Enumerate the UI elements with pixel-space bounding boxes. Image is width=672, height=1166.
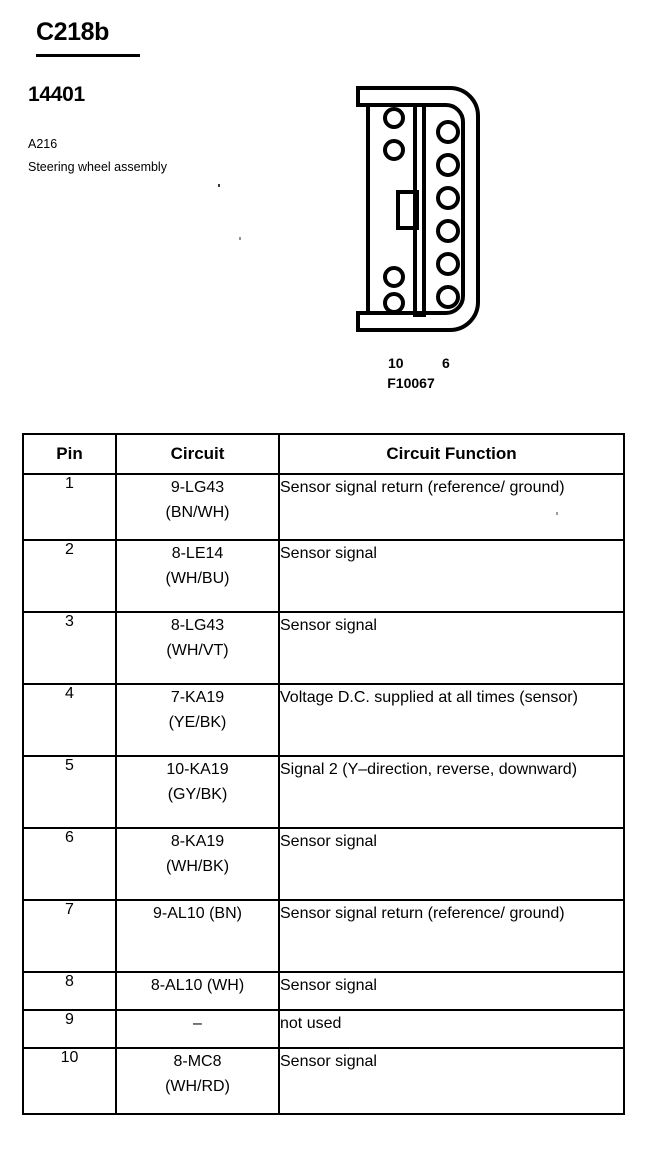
cell-circuit-function: Sensor signal return (reference/ ground) — [278, 473, 625, 541]
cell-circuit-function: Sensor signal — [278, 971, 625, 1011]
component-description: Steering wheel assembly — [28, 160, 167, 174]
table-row: 1 9-LG43 (BN/WH) Sensor signal return (refe… — [22, 473, 625, 541]
cell-circuit: 8-LG43 (WH/VT) — [115, 611, 280, 685]
pin-table-container: Pin Circuit Circuit Function 1 9-LG43 (BN/… — [22, 433, 625, 1115]
cell-pin-number: 2 — [22, 539, 117, 613]
circuit-code: 8-MC8 — [173, 1053, 222, 1070]
table-row: 10 8-MC8 (WH/RD) Sensor signal — [22, 1047, 625, 1115]
table-row: 3 8-LG43 (WH/VT) Sensor signal — [22, 611, 625, 685]
cell-circuit-function: Sensor signal — [278, 827, 625, 901]
circuit-code: 8-LG43 — [170, 617, 225, 634]
connector-pin-cavity — [436, 153, 460, 177]
column-header-circuit: Circuit — [115, 433, 280, 475]
connector-pin-cavity — [383, 107, 405, 129]
cell-circuit: 8-KA19 (WH/BK) — [115, 827, 280, 901]
cell-pin-number: 4 — [22, 683, 117, 757]
connector-inner-wall — [368, 103, 465, 315]
part-number: 14401 — [28, 83, 85, 106]
table-row: 7 9-AL10 (BN) Sensor signal return (refere… — [22, 899, 625, 973]
pin-label-left: 10 — [388, 355, 404, 371]
cell-circuit: 9-LG43 (BN/WH) — [115, 473, 280, 541]
circuit-code: – — [193, 1015, 202, 1032]
circuit-color-code: (YE/BK) — [168, 714, 227, 731]
circuit-color-code: (BN/WH) — [165, 504, 230, 521]
connector-pin-cavity — [436, 186, 460, 210]
circuit-color-code: (GY/BK) — [167, 786, 228, 803]
cell-pin-number: 6 — [22, 827, 117, 901]
cell-circuit: 8-AL10 (WH) — [115, 971, 280, 1011]
column-header-function: Circuit Function — [278, 433, 625, 475]
table-row: 5 10-KA19 (GY/BK) Signal 2 (Y–direction, re… — [22, 755, 625, 829]
connector-pin-cavity — [383, 266, 405, 288]
table-row: 4 7-KA19 (YE/BK) Voltage D.C. supplied at a… — [22, 683, 625, 757]
cell-circuit-function: Signal 2 (Y–direction, reverse, downward… — [278, 755, 625, 829]
title-underline-rule — [36, 54, 140, 57]
circuit-color-code: (WH/BU) — [165, 570, 230, 587]
cell-circuit: 9-AL10 (BN) — [115, 899, 280, 973]
connector-latch-detail — [396, 190, 419, 230]
table-row: 8 8-AL10 (WH) Sensor signal — [22, 971, 625, 1011]
connector-pin-cavity — [436, 120, 460, 144]
cell-pin-number: 7 — [22, 899, 117, 973]
cell-circuit-function: Sensor signal — [278, 611, 625, 685]
connector-diagram — [350, 84, 490, 404]
connector-id-title: C218b — [36, 18, 110, 46]
connector-pin-cavity — [436, 285, 460, 309]
cell-circuit-function: not used — [278, 1009, 625, 1049]
cell-circuit: 8-MC8 (WH/RD) — [115, 1047, 280, 1115]
component-code: A216 — [28, 137, 58, 151]
cell-circuit-function: Sensor signal — [278, 1047, 625, 1115]
scan-artifact-speck — [218, 184, 220, 187]
pin-assignment-table: Pin Circuit Circuit Function 1 9-LG43 (BN/… — [22, 433, 625, 1115]
circuit-code: 9-AL10 (BN) — [153, 905, 242, 922]
cell-circuit: 8-LE14 (WH/BU) — [115, 539, 280, 613]
cell-pin-number: 1 — [22, 473, 117, 541]
table-header-row: Pin Circuit Circuit Function — [22, 433, 625, 475]
cell-circuit: 10-KA19 (GY/BK) — [115, 755, 280, 829]
connector-pin-number-labels: 10 6 — [350, 355, 490, 373]
connector-pin-cavity — [383, 139, 405, 161]
circuit-code: 8-AL10 (WH) — [150, 977, 245, 994]
connector-pin-cavity — [436, 252, 460, 276]
cell-circuit: 7-KA19 (YE/BK) — [115, 683, 280, 757]
connector-outer-shell — [356, 86, 480, 332]
circuit-code: 9-LG43 — [170, 479, 225, 496]
circuit-code: 8-KA19 — [170, 833, 225, 850]
cell-pin-number: 9 — [22, 1009, 117, 1049]
cell-circuit-function: Sensor signal return (reference/ ground) — [278, 899, 625, 973]
table-row: 9 – not used — [22, 1009, 625, 1049]
connector-pin-cavity — [436, 219, 460, 243]
cell-pin-number: 8 — [22, 971, 117, 1011]
circuit-code: 8-LE14 — [171, 545, 224, 562]
circuit-code: 10-KA19 — [166, 761, 229, 778]
column-header-pin: Pin — [22, 433, 117, 475]
table-row: 6 8-KA19 (WH/BK) Sensor signal — [22, 827, 625, 901]
circuit-code: 7-KA19 — [170, 689, 225, 706]
cell-circuit-function: Voltage D.C. supplied at all times (sens… — [278, 683, 625, 757]
connector-figure-id: F10067 — [387, 375, 435, 391]
cell-pin-number: 3 — [22, 611, 117, 685]
scan-artifact-speck — [239, 237, 241, 240]
circuit-color-code: (WH/BK) — [165, 858, 230, 875]
connector-pin-cavity — [383, 292, 405, 314]
cell-pin-number: 5 — [22, 755, 117, 829]
cell-pin-number: 10 — [22, 1047, 117, 1115]
cell-circuit-function: Sensor signal — [278, 539, 625, 613]
cell-circuit: – — [115, 1009, 280, 1049]
pin-label-right: 6 — [442, 355, 450, 371]
table-row: 2 8-LE14 (WH/BU) Sensor signal — [22, 539, 625, 613]
circuit-color-code: (WH/RD) — [165, 1078, 230, 1095]
circuit-color-code: (WH/VT) — [166, 642, 229, 659]
